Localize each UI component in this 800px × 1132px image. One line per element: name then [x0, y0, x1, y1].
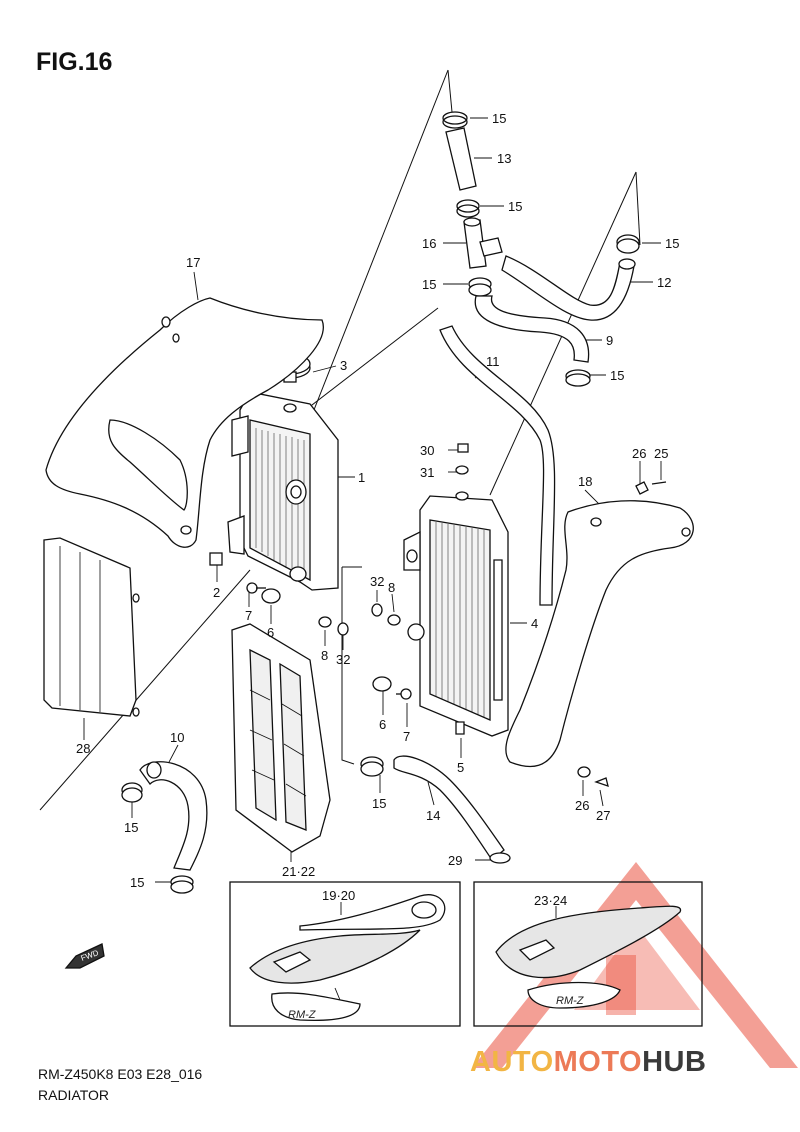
fasteners [209, 443, 667, 787]
left-radiator-1 [227, 391, 339, 591]
logo-part-auto: AUTO [470, 1046, 554, 1078]
callout-label: 17 [186, 255, 200, 270]
callout-label: 28 [76, 741, 90, 756]
inset-decal-left: RM-Z [229, 881, 461, 1027]
figure-title: FIG.16 [36, 48, 113, 76]
callout-label: 7 [245, 608, 252, 623]
logo-part-hub: HUB [642, 1046, 707, 1078]
callout-label: 15 [130, 875, 144, 890]
callout-label: 15 [665, 236, 679, 251]
callout-label: 15 [610, 368, 624, 383]
left-cover-28 [43, 537, 140, 717]
callout-label: 30 [420, 443, 434, 458]
callout-label: 5 [457, 760, 464, 775]
figure-code: RM-Z450K8 E03 E28_016 [38, 1066, 203, 1082]
callout-label: 7 [403, 729, 410, 744]
hose-14 [360, 755, 511, 864]
callout-label: 25 [654, 446, 668, 461]
hose-11 [439, 325, 556, 606]
callout-label: 26 [575, 798, 589, 813]
callout-label: 15 [508, 199, 522, 214]
callout-label: 21·22 [282, 864, 315, 879]
callout-label: 4 [531, 616, 538, 631]
radiator-guard-29 [231, 623, 331, 853]
upper-hose-13 [442, 111, 480, 218]
inset-decal-right: RM-Z [473, 881, 703, 1027]
callout-label: 8 [388, 580, 395, 595]
decal-text-right: RM-Z [556, 995, 585, 1007]
t-joint-16 [463, 217, 503, 297]
callout-label: 32 [336, 652, 350, 667]
callout-label: 15 [492, 111, 506, 126]
callout-label: 29 [448, 853, 462, 868]
fwd-arrow-icon: FWD [64, 943, 105, 969]
hose-10 [121, 761, 208, 894]
callout-label: 8 [321, 648, 328, 663]
callout-label: 32 [370, 574, 384, 589]
callout-label: 18 [578, 474, 592, 489]
callout-label: 23·24 [534, 893, 567, 908]
callout-label: 12 [657, 275, 671, 290]
callout-label: 14 [426, 808, 440, 823]
callout-label: 15 [372, 796, 386, 811]
callout-label: 19·20 [322, 888, 355, 903]
callout-label: 6 [267, 625, 274, 640]
section-name: RADIATOR [38, 1087, 110, 1103]
callout-label: 9 [606, 333, 613, 348]
callout-label: 15 [422, 277, 436, 292]
callout-label: 13 [497, 151, 511, 166]
watermark-logo: AUTOMOTOHUB [470, 1046, 706, 1079]
callout-label: 11 [486, 354, 500, 369]
callout-label: 1 [358, 470, 365, 485]
callout-label: 16 [422, 236, 436, 251]
callout-label: 31 [420, 465, 434, 480]
callout-label: 10 [170, 730, 184, 745]
right-radiator-4 [403, 491, 509, 737]
callout-label: 6 [379, 717, 386, 732]
decal-text-left: RM-Z [288, 1009, 317, 1021]
callout-labels: 15 13 15 16 15 15 12 9 15 17 3 11 1 30 3… [76, 111, 679, 908]
hose-12 [501, 234, 640, 321]
callout-label: 3 [340, 358, 347, 373]
left-shroud-17 [45, 297, 324, 548]
logo-part-moto: MOTO [553, 1046, 643, 1078]
callout-label: 26 [632, 446, 646, 461]
hose-9 [474, 295, 591, 387]
callout-label: 2 [213, 585, 220, 600]
right-shroud-18 [505, 500, 694, 768]
callout-label: 27 [596, 808, 610, 823]
callout-label: 15 [124, 820, 138, 835]
